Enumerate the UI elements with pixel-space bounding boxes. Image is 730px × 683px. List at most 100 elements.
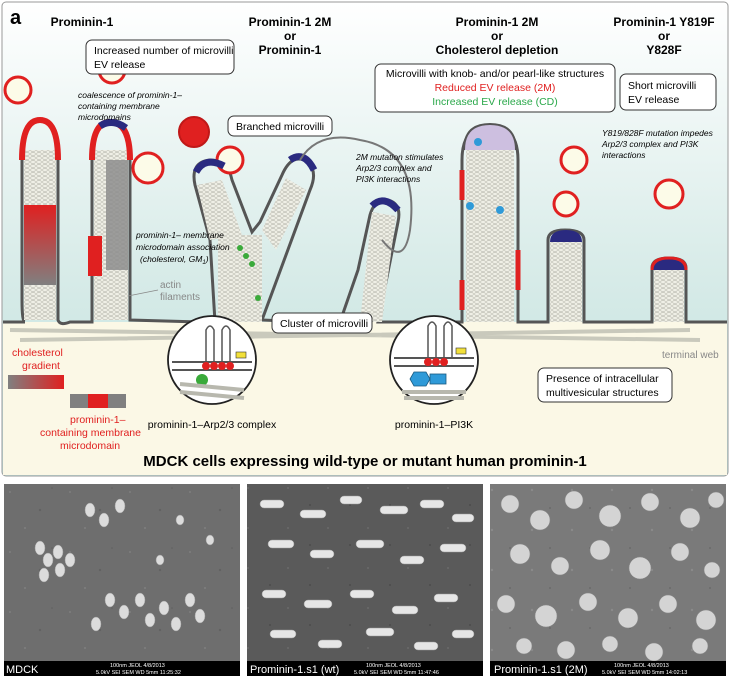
- inset-arp-label: prominin-1–Arp2/3 complex: [148, 419, 277, 431]
- box-branched-text: Branched microvilli: [236, 121, 324, 133]
- sem-image-2-microvilli: [259, 495, 475, 651]
- box-branched: [227, 115, 333, 137]
- note-association-line2: microdomain association: [136, 242, 230, 252]
- ev-vesicle: [215, 145, 245, 175]
- panel-a-label: a: [10, 7, 22, 29]
- microvillus-col2-right: [360, 212, 396, 322]
- col2-title-line2: or: [284, 29, 296, 43]
- arp-marker: [255, 295, 261, 301]
- panel-a: a: [1, 1, 729, 477]
- arp-marker: [243, 253, 249, 259]
- sem-image-1-meta1: 100nm JEOL 4/8/2013: [110, 663, 165, 669]
- branched-microvillus-left: [197, 180, 242, 240]
- label-terminal-web: terminal web: [662, 350, 719, 361]
- knob-blue-col1: [98, 119, 129, 131]
- arp23-complex: [196, 374, 208, 386]
- box-cluster-text: Cluster of microvilli: [280, 318, 368, 330]
- ev-vesicle: [559, 145, 589, 175]
- gray-domain-col1-b: [106, 160, 128, 270]
- box-mvb: [537, 367, 673, 403]
- sem-image-2-footer: [247, 661, 483, 676]
- box-short-line1: Short microvilli: [628, 80, 696, 92]
- inset-arp-circle: [167, 315, 257, 405]
- inset-pi3k-actin: [402, 390, 466, 400]
- box-knob: [374, 63, 616, 113]
- short-microvillus-col3: [550, 240, 582, 322]
- col4-title-line1: Prominin-1 Y819F: [613, 15, 714, 29]
- note-coalescence-line3: microdomains: [78, 112, 132, 122]
- box-short-line2: EV release: [628, 94, 680, 106]
- ev-vesicle: [3, 75, 33, 105]
- microdomain-cap-col1: [19, 116, 61, 161]
- note-coalescence-line2: containing membrane: [78, 101, 160, 111]
- col3-title-line1: Prominin-1 2M: [456, 15, 539, 29]
- inset-arp: [167, 315, 257, 405]
- pi3k-block: [429, 373, 447, 385]
- legend-microdomain-line1: prominin-1–: [70, 414, 126, 426]
- inset-arp-yellow: [235, 351, 247, 359]
- note-association-line1: prominin-1– membrane: [135, 230, 224, 240]
- box-cluster: [271, 312, 373, 334]
- panel-a-footer: MDCK cells expressing wild-type or mutan…: [143, 453, 586, 470]
- short-microvillus-col4: [654, 268, 684, 322]
- note-y819-line3: interactions: [602, 150, 646, 160]
- arp-marker: [249, 261, 255, 267]
- inset-pi3k: [389, 315, 479, 405]
- sem-image-1-meta2: 5.0kV SEI SEM WD 5mm 11:25:32: [96, 670, 181, 676]
- sem-image-2-meta1: 100nm JEOL 4/8/2013: [366, 663, 421, 669]
- inset-arp-membrane: [172, 361, 252, 371]
- sem-image-3-meta2: 5.0kV SEI SEM WD 5mm 14:02:13: [602, 670, 687, 676]
- panel-b: b MDCK 100nm JEOL 4/8/2013 5.0kV SEI SEM…: [4, 484, 726, 676]
- note-association-line3-text: (cholesterol, GM: [140, 254, 203, 264]
- legend-microdomain-swatch-red: [88, 394, 108, 408]
- inset-pi3k-domain: [440, 358, 448, 366]
- inset-arp-protein: [205, 325, 231, 362]
- cholesterol-gradient-microvillus: [24, 205, 56, 285]
- sem-image-2-meta2: 5.0kV SEI SEM WD 5mm 11:47:46: [354, 670, 439, 676]
- legend-microdomain-line3: microdomain: [60, 440, 120, 452]
- sem-image-1-caption: MDCK: [6, 664, 39, 676]
- sem-image-2-background: [247, 484, 483, 676]
- knob-blue-col2-b: [287, 153, 318, 172]
- sem-image-2-caption: Prominin-1.s1 (wt): [250, 664, 339, 676]
- sem-image-3-microvilli: [496, 490, 725, 662]
- knob-col4: [650, 256, 688, 271]
- inset-arp-actin: [179, 382, 245, 400]
- inset-pi3k-domain: [424, 358, 432, 366]
- col2-title-line3: Prominin-1: [259, 43, 322, 57]
- pi3k-hexagon: [409, 371, 431, 387]
- inset-pi3k-yellow: [455, 347, 467, 355]
- box-increased: [85, 39, 235, 75]
- legend-cholesterol-line1: cholesterol: [12, 347, 63, 359]
- box-mvb-line2: multivesicular structures: [546, 387, 659, 399]
- sem-image-2: Prominin-1.s1 (wt) 100nm JEOL 4/8/2013 5…: [247, 484, 483, 676]
- terminal-web: [9, 328, 701, 342]
- note-y819-line2: Arp2/3 complex and PI3K: [601, 139, 699, 149]
- note-2m-line1: 2M mutation stimulates: [355, 152, 444, 162]
- branched-microvillus-right: [262, 178, 306, 250]
- legend-microdomain-line2: containing membrane: [40, 427, 141, 439]
- box-knob-line2: Reduced EV release (2M): [435, 82, 556, 94]
- knob-blue-col3: [550, 230, 582, 242]
- legend-cholesterol-line2: gradient: [22, 360, 60, 372]
- pi3k-marker: [496, 206, 504, 214]
- box-knob-line1: Microvilli with knob- and/or pearl-like …: [386, 68, 604, 80]
- box-knob-line3: Increased EV release (CD): [432, 96, 557, 108]
- pearl-microvillus: [466, 150, 514, 322]
- box-short: [619, 73, 717, 111]
- label-actin-line2: filaments: [160, 292, 200, 303]
- col1-title: Prominin-1: [51, 15, 114, 29]
- inset-arp-domain: [210, 362, 218, 370]
- pi3k-marker: [466, 202, 474, 210]
- note-2m-line2: Arp2/3 complex and: [355, 163, 432, 173]
- inset-pi3k-label: prominin-1–PI3K: [395, 419, 473, 431]
- note-y819-line1: Y819/828F mutation impedes: [602, 128, 714, 138]
- actin-pointer: [127, 289, 159, 297]
- knob-blue-col2-c: [369, 197, 401, 213]
- inset-arp-domain: [218, 362, 226, 370]
- col2-title-line1: Prominin-1 2M: [249, 15, 332, 29]
- label-actin-line1: actin: [160, 280, 181, 291]
- ev-vesicle: [131, 151, 165, 185]
- ev-vesicle-filled: [178, 116, 210, 148]
- col3-title-line3: Cholesterol depletion: [436, 43, 559, 57]
